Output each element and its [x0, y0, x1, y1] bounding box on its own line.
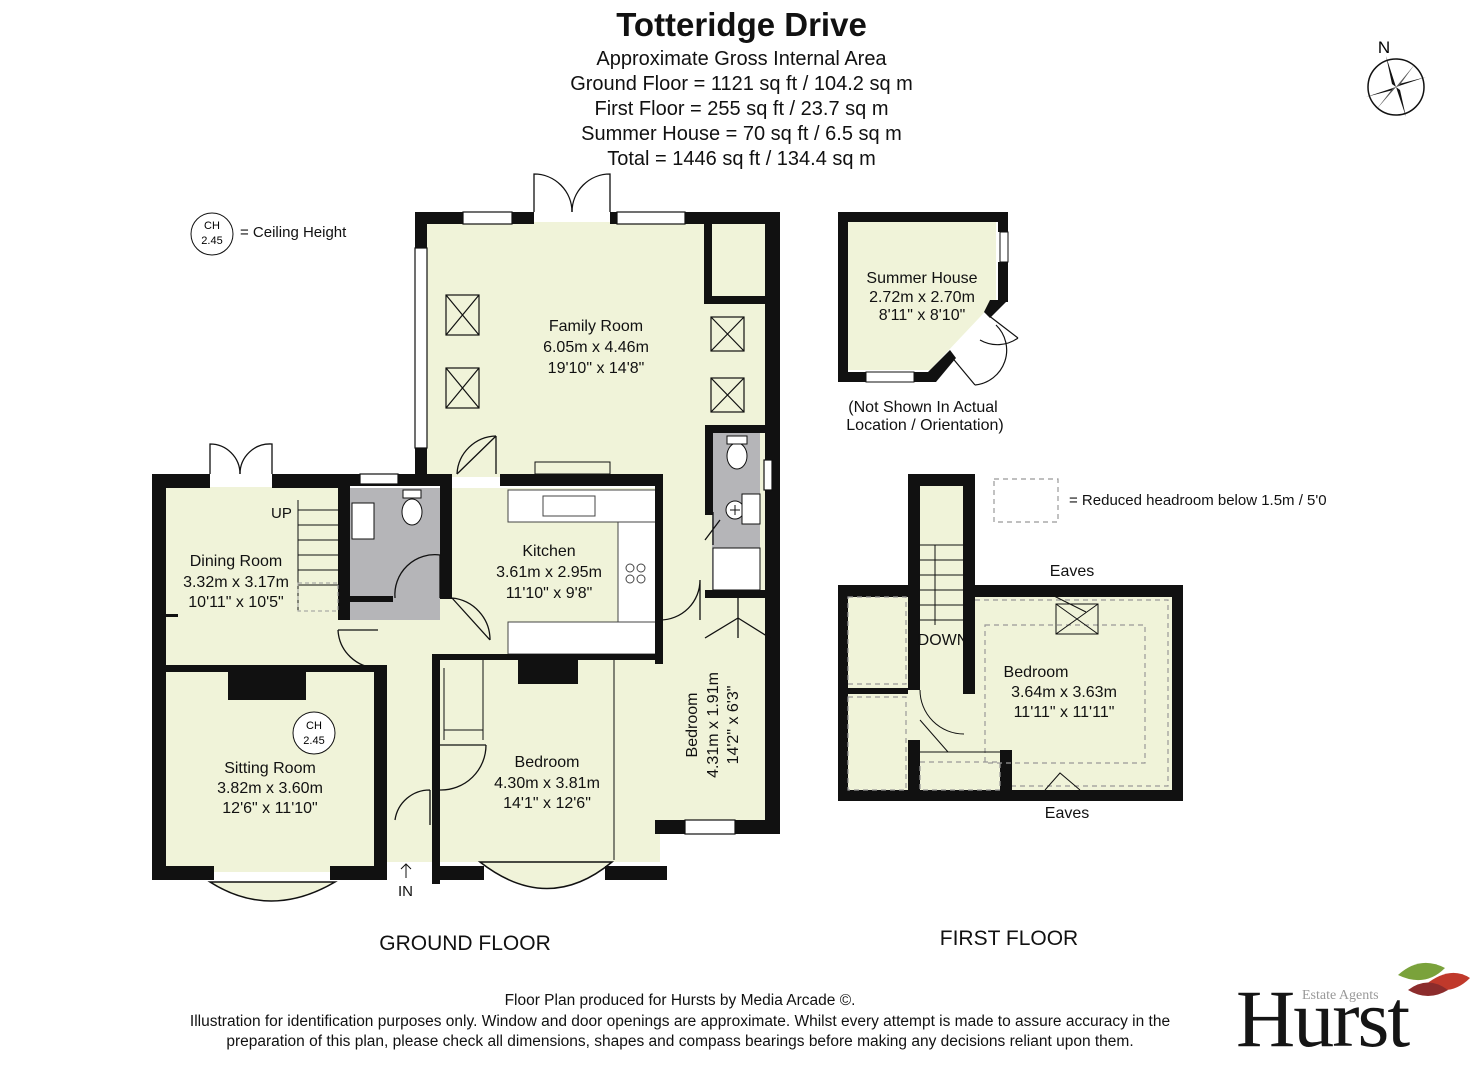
plan-title: Totteridge Drive	[616, 6, 867, 43]
summer-house-note-1: (Not Shown In Actual	[848, 399, 997, 416]
eaves-top-label: Eaves	[1050, 563, 1094, 580]
ground-floor-plan: CH 2.45 Family Room 6.05m x 4.46m 19'10"…	[152, 173, 780, 955]
first-floor-plan: Bedroom 3.64m x 3.63m 11'11" x 11'11" DO…	[838, 474, 1183, 950]
ch-badge-bottom: 2.45	[201, 235, 222, 247]
area-summer-house: Summer House = 70 sq ft / 6.5 sq m	[581, 123, 902, 145]
summer-house-metric: 2.72m x 2.70m	[869, 289, 975, 306]
dining-room-name: Dining Room	[190, 553, 282, 570]
front-bedroom-metric: 4.30m x 3.81m	[494, 775, 600, 792]
front-bedroom-imperial: 14'1" x 12'6"	[503, 795, 591, 812]
disclaimer: Floor Plan produced for Hursts by Media …	[100, 991, 1260, 1053]
hurst-logo-leaves-icon	[1398, 962, 1470, 996]
disclaimer-line-3: preparation of this plan, please check a…	[226, 1033, 1134, 1050]
area-heading: Approximate Gross Internal Area	[596, 48, 887, 70]
ground-ch-badge-top: CH	[306, 720, 322, 732]
kitchen-imperial: 11'10" x 9'8"	[506, 585, 593, 602]
ch-badge-top: CH	[204, 220, 220, 232]
area-ground-floor: Ground Floor = 1121 sq ft / 104.2 sq m	[570, 73, 913, 95]
family-room-metric: 6.05m x 4.46m	[543, 339, 649, 356]
ground-floor-label: GROUND FLOOR	[379, 932, 551, 955]
compass-icon: N	[1366, 38, 1426, 117]
summer-house-imperial: 8'11" x 8'10"	[879, 307, 966, 324]
first-floor-bedroom-name: Bedroom	[1004, 664, 1069, 681]
disclaimer-line-2: Illustration for identification purposes…	[189, 1012, 1171, 1030]
dining-room-metric: 3.32m x 3.17m	[183, 574, 289, 591]
front-bedroom-name: Bedroom	[515, 754, 580, 771]
compass-north-label: N	[1378, 38, 1390, 57]
first-floor-label: FIRST FLOOR	[940, 927, 1078, 950]
stairs-down-label: DOWN	[918, 632, 969, 649]
stairs-up-label: UP	[271, 505, 292, 522]
kitchen-name: Kitchen	[522, 543, 575, 560]
ch-legend-text: = Ceiling Height	[240, 224, 347, 241]
area-total: Total = 1446 sq ft / 134.4 sq m	[607, 148, 876, 170]
area-first-floor: First Floor = 255 sq ft / 23.7 sq m	[594, 98, 889, 120]
sitting-room-name: Sitting Room	[224, 760, 316, 777]
first-floor-bedroom-metric: 3.64m x 3.63m	[1011, 684, 1117, 701]
side-bedroom-name: Bedroom	[684, 693, 701, 758]
side-bedroom-metric: 4.31m x 1.91m	[705, 672, 722, 778]
ceiling-height-legend: CH 2.45 = Ceiling Height	[190, 212, 347, 256]
first-floor-bedroom-imperial: 11'11" x 11'11"	[1014, 704, 1115, 721]
summer-house-plan: Summer House 2.72m x 2.70m 8'11" x 8'10"…	[838, 212, 1019, 434]
dining-room-imperial: 10'11" x 10'5"	[188, 594, 283, 611]
ground-ch-badge-bottom: 2.45	[303, 735, 324, 747]
reduced-headroom-legend: = Reduced headroom below 1.5m / 5'0	[993, 478, 1327, 523]
family-room-imperial: 19'10" x 14'8"	[548, 360, 645, 377]
hurst-logo: Hurst	[1236, 973, 1410, 1064]
sitting-room-metric: 3.82m x 3.60m	[217, 780, 323, 797]
reduced-headroom-text: = Reduced headroom below 1.5m / 5'0	[1069, 492, 1327, 509]
eaves-bottom-label: Eaves	[1045, 805, 1089, 822]
sitting-room-imperial: 12'6" x 11'10"	[222, 800, 317, 817]
summer-house-note-2: Location / Orientation)	[846, 417, 1003, 434]
kitchen-metric: 3.61m x 2.95m	[496, 564, 602, 581]
side-bedroom-imperial: 14'2" x 6'3"	[725, 686, 742, 765]
family-room-name: Family Room	[549, 318, 643, 335]
logo-subtitle: Estate Agents	[1302, 988, 1379, 1003]
summer-house-name: Summer House	[866, 270, 977, 287]
entrance-label: IN	[398, 883, 413, 900]
disclaimer-line-1: Floor Plan produced for Hursts by Media …	[504, 992, 856, 1009]
